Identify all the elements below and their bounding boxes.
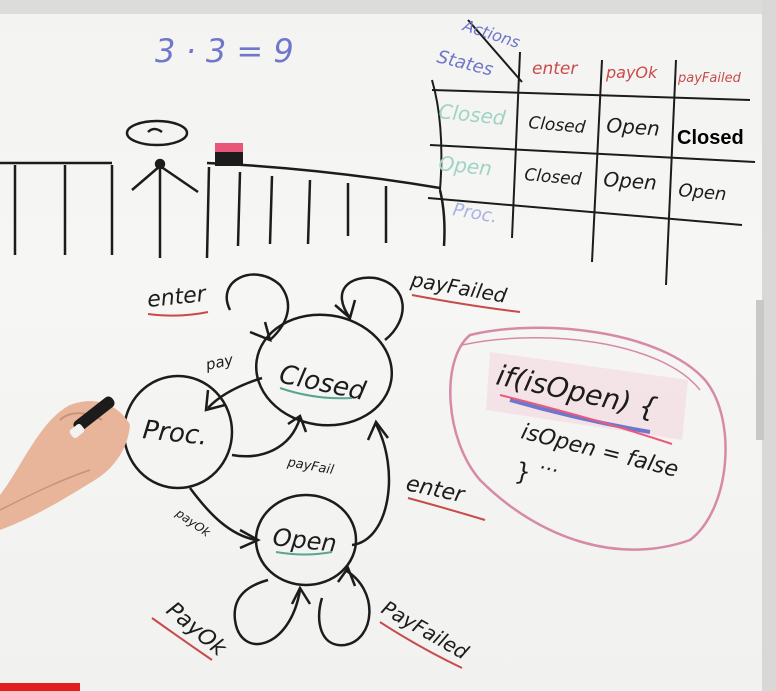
cell-closed-payfailed: Closed: [677, 127, 744, 149]
label-payok-bottom-underline: [151, 617, 213, 661]
equation-text: 3 · 3 = 9: [155, 32, 294, 70]
label-enter-right-underline: [407, 497, 486, 521]
state-closed-circle: [254, 313, 394, 427]
state-diagram-lines: [122, 273, 404, 647]
table-col-payfailed: payFailed: [677, 71, 742, 86]
table-header-states: States: [435, 46, 495, 80]
label-enter-top-underline: [147, 311, 209, 317]
code-line-close: }: [516, 458, 531, 486]
transition-table-grid: [427, 19, 756, 286]
table-col-payok: payOk: [605, 63, 658, 82]
code-line-ellipsis: ...: [539, 450, 563, 478]
label-enter-right: enter: [404, 471, 469, 508]
state-proc-label: Proc.: [141, 415, 209, 452]
presenter-hand: [0, 396, 130, 530]
cell-closed-enter: Closed: [528, 113, 587, 138]
board-right-frame: [762, 0, 776, 691]
code-underline-blue: [509, 398, 651, 434]
table-col-enter: enter: [532, 59, 578, 79]
code-underline-red: [499, 394, 673, 445]
cell-open-payfailed: Open: [678, 180, 728, 205]
marker-pen: [73, 396, 115, 432]
code-bubble-outline-2: [461, 337, 701, 391]
video-progress-bar[interactable]: [0, 683, 80, 691]
label-enter-top: enter: [146, 282, 209, 313]
label-payok-bottom: PayOk: [161, 597, 232, 662]
board-top-frame: [0, 0, 776, 14]
state-closed-underline: [279, 387, 353, 400]
label-pay: pay: [203, 350, 236, 374]
coin-slot: [215, 152, 243, 166]
turnstile-sketch: [0, 119, 446, 259]
state-open-underline: [275, 551, 333, 556]
code-bubble: [449, 326, 727, 551]
table-row-closed: Closed: [437, 99, 507, 130]
label-payfailed-top-underline: [411, 294, 521, 313]
board-handle: [756, 300, 764, 440]
cell-closed-payok: Open: [606, 113, 661, 141]
cell-open-enter: Closed: [524, 165, 583, 190]
state-closed-label: Closed: [277, 360, 369, 408]
coin-slot-top: [215, 143, 243, 152]
label-payfailed-top: payFailed: [408, 267, 509, 308]
code-highlight-box: [486, 352, 688, 440]
label-payfail: payFail: [285, 455, 335, 478]
table-row-open: Open: [437, 151, 493, 180]
label-payfailed-bottom-underline: [379, 621, 463, 669]
cell-open-payok: Open: [603, 167, 658, 195]
